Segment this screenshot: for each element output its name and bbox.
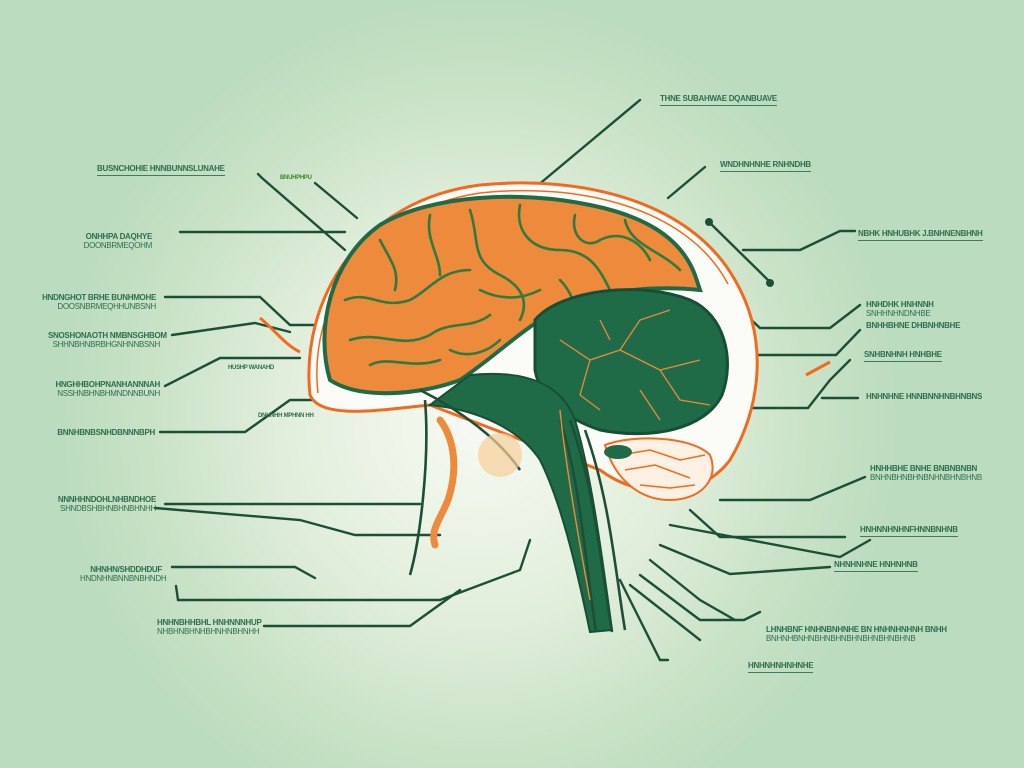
- label-text: THNE SUBAHWAE DQANBUAVE: [660, 94, 777, 103]
- label-subtext: HNDNHNBNNBNBHNDH: [80, 574, 167, 583]
- label-text: HNHNNHNHNFHNNBNHNB: [860, 525, 958, 534]
- label-text: NNNHHNDOHLNHBNDHOE: [57, 495, 156, 504]
- label-subtext: SNHHNHNDNHBE: [866, 309, 931, 318]
- label-right-11: HNHNHNHNHNHE: [748, 661, 814, 673]
- label-right-8: HNHNNHNHNFHNNBNHNB: [860, 525, 958, 537]
- label-subtext: NSSHNBHNBHMNDNNBUNH: [57, 389, 160, 398]
- leader-dot: [766, 279, 774, 287]
- label-right-5: SNHBNHNH HNHBHE: [864, 350, 942, 362]
- label-text: SNHBNHNH HNHBHE: [864, 350, 942, 359]
- label-text: NHNHNHNE HNHNHNB: [834, 560, 918, 569]
- label-top-right-1: THNE SUBAHWAE DQANBUAVE: [660, 94, 777, 106]
- label-text: BNUHPHPU: [280, 175, 312, 181]
- label-text: NHNHN/SHDDHDUF: [90, 565, 162, 574]
- label-text: HNHNBHHBHL HNHNNNHUP: [157, 618, 262, 627]
- label-subtext: DOONBRMEQOHM: [83, 241, 153, 250]
- stem-vein: [559, 409, 591, 601]
- label-text: WNDHNHNHE RNHNDHB: [720, 160, 811, 169]
- label-subtext: SHHNBHNBRBHGNHNNBSNH: [52, 340, 161, 349]
- label-right-4: BNHHBHNE DHBNHNBHE: [866, 321, 960, 330]
- label-subtext: BNHNBHNBHNBNHNBHNBHNB: [870, 473, 982, 482]
- label-subtext: BNHNHBNHNBHNBHNBHNBHNBHNBHNB: [766, 634, 916, 643]
- leader-lines: [153, 98, 872, 662]
- leader-dot: [705, 218, 713, 226]
- label-top-left-small: BNUHPHPU: [280, 174, 312, 183]
- label-text: BUSNCHOHIE HNNBUNNSLUNAHE: [97, 164, 225, 173]
- label-text: HNHDHK HNHNNH: [866, 300, 934, 309]
- label-subtext: SHNDBSHBHNBHNBHNHH: [60, 504, 156, 513]
- orange-mesh-lines: [619, 449, 706, 489]
- label-text: LHNHBNF HNHNBNHNHE BN HNHNHNHNH BNHH: [766, 625, 947, 634]
- label-left-inner-2: DNHNHH MPHNN HH: [258, 412, 314, 421]
- label-text: SNOSHONAOTH NMBNSGHBOM: [48, 331, 167, 340]
- label-right-6: HNHNHNE HNNBNNHNBHNBNS: [866, 392, 982, 401]
- orange-mesh: [603, 437, 714, 502]
- label-right-1: WNDHNHNHE RNHNDHB: [720, 160, 811, 172]
- label-text: HNHNHNHNHNHE: [748, 661, 814, 670]
- orange-leader: [259, 316, 301, 354]
- label-text: BNHHBHNE DHBNHNBHE: [866, 321, 961, 330]
- label-text: NBHK HNHUBHK J.BNHNENBHNH: [858, 229, 983, 238]
- label-text: HNHHBHE BNHE BNBNBNBN: [870, 464, 978, 473]
- label-right-2: NBHK HNHUBHK J.BNHNENBHNH: [858, 229, 983, 241]
- label-top-left-1: BUSNCHOHIE HNNBUNNSLUNAHE: [97, 164, 225, 176]
- orange-node: [478, 433, 522, 477]
- label-text: BNNHBNBSNHDBNNNBPH: [57, 428, 155, 437]
- label-right-9: NHNHNHNE HNHNHNB: [834, 560, 918, 572]
- label-left-inner-1: HUSHP WANAHD: [228, 364, 274, 373]
- label-subtext: NHBHNBHNHBHNHNBHNHH: [157, 627, 260, 636]
- orange-leader: [805, 360, 831, 377]
- label-text: ONHHPA DAQHYE: [85, 232, 153, 241]
- label-text: HUSHP WANAHD: [228, 365, 274, 371]
- label-text: HNGHHBOHPNANHANNNAH: [55, 380, 160, 389]
- label-left-6: BNNHBNBSNHDBNNNBPH: [50, 428, 155, 437]
- label-text: HNDNGHOT BRHE BUNHMOHE: [42, 293, 156, 302]
- label-text: DNHNHH MPHNN HH: [258, 413, 314, 419]
- orange-tube: [430, 416, 458, 549]
- cerebrum: [322, 194, 703, 396]
- label-text: HNHNHNE HNNBNNHNBHNBNS: [866, 392, 983, 401]
- green-lobe-veins: [559, 309, 711, 421]
- green-nodule: [604, 445, 632, 459]
- label-subtext: DOOSNBRMEQHHUNBSNH: [57, 302, 156, 311]
